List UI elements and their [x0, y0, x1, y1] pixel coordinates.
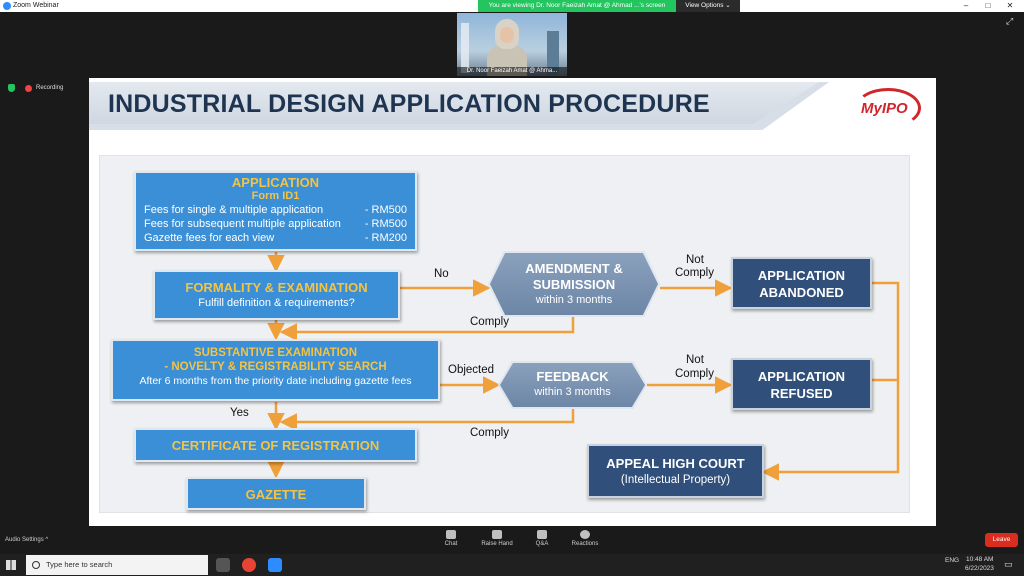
- zoom-app-icon: [3, 2, 11, 10]
- not-label: Not: [686, 354, 704, 366]
- myipo-logo: MyIPO: [855, 88, 925, 128]
- chrome-icon[interactable]: [242, 558, 256, 572]
- gazette-title: GAZETTE: [188, 487, 364, 503]
- hand-icon: [492, 530, 502, 539]
- amendment-hexagon: AMENDMENT & SUBMISSION within 3 months: [488, 251, 660, 317]
- close-button[interactable]: ✕: [1002, 0, 1018, 12]
- audio-settings-button[interactable]: Audio Settings ^: [5, 537, 48, 543]
- fee-row: Fees for subsequent multiple application…: [144, 217, 407, 231]
- gazette-box: GAZETTE: [186, 477, 366, 510]
- chat-icon: [446, 530, 456, 539]
- formality-title: FORMALITY & EXAMINATION: [155, 280, 398, 296]
- zoom-taskbar-icon[interactable]: [268, 558, 282, 572]
- shield-icon: [8, 84, 15, 92]
- clock-time[interactable]: 10:48 AM: [966, 556, 993, 563]
- task-view-icon[interactable]: [216, 558, 230, 572]
- application-box: APPLICATION Form ID1 Fees for single & m…: [134, 171, 417, 251]
- objected-label: Objected: [448, 364, 494, 376]
- formality-subtitle: Fulfill definition & requirements?: [155, 296, 398, 310]
- chat-button[interactable]: Chat: [431, 530, 471, 547]
- recording-indicator: Recording: [8, 84, 63, 92]
- raise-hand-button[interactable]: Raise Hand: [477, 530, 517, 547]
- reactions-icon: [580, 530, 590, 539]
- yes-label: Yes: [230, 407, 249, 419]
- substantive-line2: - NOVELTY & REGISTRABILITY SEARCH: [113, 360, 438, 374]
- leave-button[interactable]: Leave: [985, 533, 1018, 547]
- substantive-line1: SUBSTANTIVE EXAMINATION: [113, 346, 438, 360]
- certificate-title: CERTIFICATE OF REGISTRATION: [136, 438, 415, 454]
- comply-back-label: Comply: [470, 427, 509, 439]
- record-icon: [25, 85, 32, 92]
- amendment-sub: within 3 months: [490, 293, 658, 307]
- abandoned-box: APPLICATION ABANDONED: [731, 257, 872, 309]
- no-label: No: [434, 268, 449, 280]
- windows-start-icon[interactable]: [6, 560, 16, 570]
- speaker-name: Dr. Noor Faeizah Amat @ Ahma...: [457, 67, 567, 76]
- windows-taskbar: Type here to search ENG 10:48 AM 6/22/20…: [0, 554, 1024, 576]
- maximize-button[interactable]: □: [980, 0, 996, 12]
- feedback-line1: FEEDBACK: [500, 369, 645, 385]
- reactions-button[interactable]: Reactions: [565, 530, 605, 547]
- qa-icon: [537, 530, 547, 539]
- recording-label: Recording: [36, 85, 63, 91]
- fee-row: Gazette fees for each view- RM200: [144, 231, 407, 245]
- search-icon: [32, 561, 40, 569]
- meeting-controls: Audio Settings ^ Chat Raise Hand Q&A Rea…: [0, 528, 1024, 554]
- substantive-subtitle: After 6 months from the priority date in…: [113, 374, 438, 388]
- amendment-line2: SUBMISSION: [490, 277, 658, 293]
- comply-back-label: Comply: [470, 316, 509, 328]
- expand-icon[interactable]: ⤢: [1006, 16, 1013, 27]
- substantive-box: SUBSTANTIVE EXAMINATION - NOVELTY & REGI…: [111, 339, 440, 401]
- feedback-hexagon: FEEDBACK within 3 months: [498, 361, 647, 409]
- speaker-video[interactable]: Dr. Noor Faeizah Amat @ Ahma...: [457, 13, 567, 76]
- formality-box: FORMALITY & EXAMINATION Fulfill definiti…: [153, 270, 400, 320]
- language-indicator[interactable]: ENG: [945, 557, 959, 564]
- minimize-button[interactable]: –: [958, 0, 974, 12]
- comply-label: Comply: [675, 368, 714, 380]
- comply-label: Comply: [675, 267, 714, 279]
- notifications-icon[interactable]: ▭: [1004, 559, 1013, 570]
- application-title: APPLICATION: [144, 175, 407, 190]
- application-form: Form ID1: [144, 190, 407, 203]
- certificate-box: CERTIFICATE OF REGISTRATION: [134, 428, 417, 462]
- procedure-diagram: APPLICATION Form ID1 Fees for single & m…: [99, 155, 910, 513]
- feedback-sub: within 3 months: [500, 385, 645, 399]
- slide-title: INDUSTRIAL DESIGN APPLICATION PROCEDURE: [108, 90, 710, 119]
- not-label: Not: [686, 254, 704, 266]
- screen-share-banner: You are viewing Dr. Noor Faeizah Amat @ …: [478, 0, 676, 12]
- clock-date[interactable]: 6/22/2023: [965, 565, 994, 572]
- window-title: Zoom Webinar: [13, 2, 59, 9]
- appeal-box: APPEAL HIGH COURT (Intellectual Property…: [587, 444, 764, 498]
- refused-box: APPLICATION REFUSED: [731, 358, 872, 410]
- shared-slide: INDUSTRIAL DESIGN APPLICATION PROCEDURE …: [89, 78, 936, 526]
- view-options-button[interactable]: View Options ⌄: [676, 0, 740, 12]
- taskbar-search[interactable]: Type here to search: [26, 555, 208, 575]
- qa-button[interactable]: Q&A: [522, 530, 562, 547]
- amendment-line1: AMENDMENT &: [490, 261, 658, 277]
- fee-row: Fees for single & multiple application- …: [144, 203, 407, 217]
